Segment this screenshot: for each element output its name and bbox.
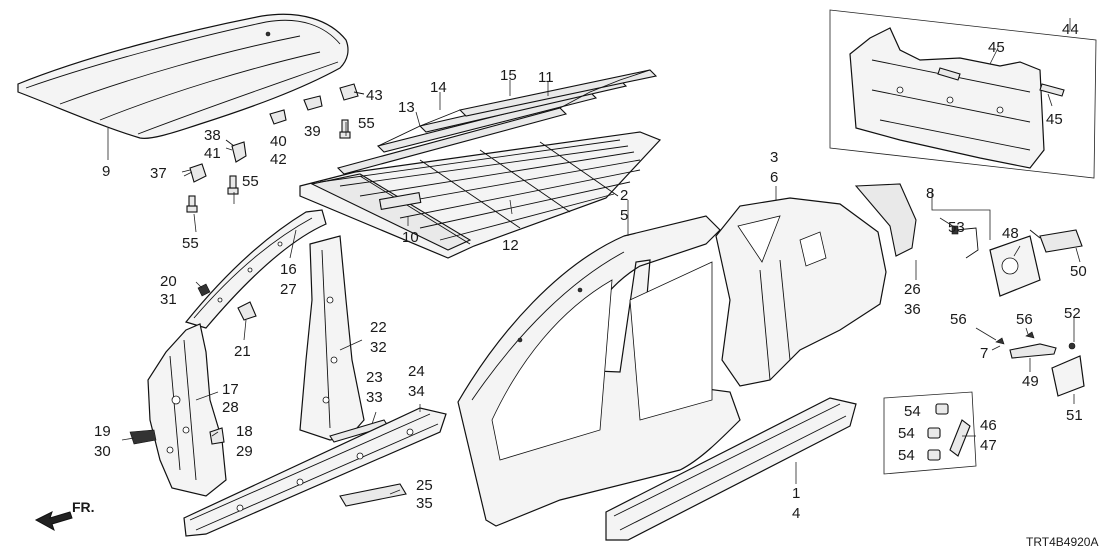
- label-28: 28: [222, 399, 239, 416]
- label-14: 14: [430, 79, 447, 96]
- center-pillar: [299, 235, 365, 441]
- label-54-a: 54: [904, 403, 921, 420]
- label-34: 34: [408, 383, 425, 400]
- rear-inner-panel-26-36: [854, 183, 917, 257]
- part-number-labels: 9 37 38 41 55 55 40 42 39 43 55 13 14 15…: [94, 21, 1087, 522]
- side-sill-inner: [183, 407, 447, 537]
- label-55-b: 55: [182, 235, 199, 252]
- label-52: 52: [1064, 305, 1081, 322]
- bolt-55-c: [339, 119, 351, 139]
- label-45-a: 45: [988, 39, 1005, 56]
- label-55-a: 55: [242, 173, 259, 190]
- label-12: 12: [502, 237, 519, 254]
- label-54-b: 54: [898, 425, 915, 442]
- bolt-55-a: [186, 195, 198, 213]
- wire-53: [951, 225, 979, 259]
- label-9: 9: [102, 163, 110, 180]
- fuel-lid-housing-48: [989, 235, 1041, 297]
- roof-frame-assembly: [299, 69, 662, 259]
- label-15: 15: [500, 67, 517, 84]
- label-26: 26: [904, 281, 921, 298]
- label-7: 7: [980, 345, 988, 362]
- label-24: 24: [408, 363, 425, 380]
- label-16: 16: [280, 261, 297, 278]
- label-30: 30: [94, 443, 111, 460]
- label-4: 4: [792, 505, 800, 522]
- label-35: 35: [416, 495, 433, 512]
- label-49: 49: [1022, 373, 1039, 390]
- label-38: 38: [204, 127, 221, 144]
- label-54-c: 54: [898, 447, 915, 464]
- label-36: 36: [904, 301, 921, 318]
- label-44: 44: [1062, 21, 1079, 38]
- bracket-19-30: [129, 429, 157, 445]
- label-1: 1: [792, 485, 800, 502]
- label-37: 37: [150, 165, 167, 182]
- direction-label: FR.: [72, 499, 95, 515]
- label-27: 27: [280, 281, 297, 298]
- bracket-18-29: [209, 427, 225, 445]
- label-8: 8: [926, 185, 934, 202]
- label-48: 48: [1002, 225, 1019, 242]
- label-39: 39: [304, 123, 321, 140]
- bracket-39: [303, 95, 323, 111]
- label-5: 5: [620, 207, 628, 224]
- spring-49: [1009, 343, 1057, 359]
- label-6: 6: [770, 169, 778, 186]
- label-22: 22: [370, 319, 387, 336]
- label-56-a: 56: [950, 311, 967, 328]
- label-31: 31: [160, 291, 177, 308]
- side-panel-outer: [457, 215, 741, 527]
- bracket-37: [181, 163, 207, 183]
- label-21: 21: [234, 343, 251, 360]
- label-45-b: 45: [1046, 111, 1063, 128]
- bolt-55-b: [227, 175, 239, 195]
- front-pillar: [147, 323, 227, 497]
- roof-panel: [17, 13, 349, 139]
- side-sill-outer: [605, 397, 857, 541]
- bracket-43: [339, 83, 365, 101]
- label-56-b: 56: [1016, 311, 1033, 328]
- leader-lines: [107, 18, 1081, 495]
- label-29: 29: [236, 443, 253, 460]
- label-47: 47: [980, 437, 997, 454]
- label-33: 33: [366, 389, 383, 406]
- label-42: 42: [270, 151, 287, 168]
- detail-box-44: [829, 9, 1097, 179]
- label-11: 11: [538, 69, 554, 86]
- actuator-50: [1029, 229, 1083, 253]
- label-55-c: 55: [358, 115, 375, 132]
- label-43: 43: [366, 87, 383, 104]
- label-53: 53: [948, 219, 965, 236]
- clips-56: [995, 331, 1076, 350]
- label-3: 3: [770, 149, 778, 166]
- diagram-code: TRT4B4920A: [1026, 535, 1099, 549]
- label-13: 13: [398, 99, 415, 116]
- label-41: 41: [204, 145, 221, 162]
- label-20: 20: [160, 273, 177, 290]
- label-51: 51: [1066, 407, 1083, 424]
- label-46: 46: [980, 417, 997, 434]
- label-23: 23: [366, 369, 383, 386]
- label-10: 10: [402, 229, 419, 246]
- label-25: 25: [416, 477, 433, 494]
- bracket-40-42: [269, 109, 287, 125]
- label-17: 17: [222, 381, 239, 398]
- plate-25-35: [339, 483, 407, 507]
- lid-51: [1051, 355, 1085, 397]
- bracket-21: [237, 301, 257, 321]
- label-32: 32: [370, 339, 387, 356]
- label-40: 40: [270, 133, 287, 150]
- label-50: 50: [1070, 263, 1087, 280]
- label-18: 18: [236, 423, 253, 440]
- rear-quarter-panel: [715, 197, 887, 387]
- label-19: 19: [94, 423, 111, 440]
- bracket-38-41: [225, 139, 247, 163]
- roof-side-rail: [184, 209, 327, 329]
- label-2: 2: [620, 187, 628, 204]
- detail-box-46: [883, 391, 977, 475]
- front-direction-arrow: [34, 511, 73, 532]
